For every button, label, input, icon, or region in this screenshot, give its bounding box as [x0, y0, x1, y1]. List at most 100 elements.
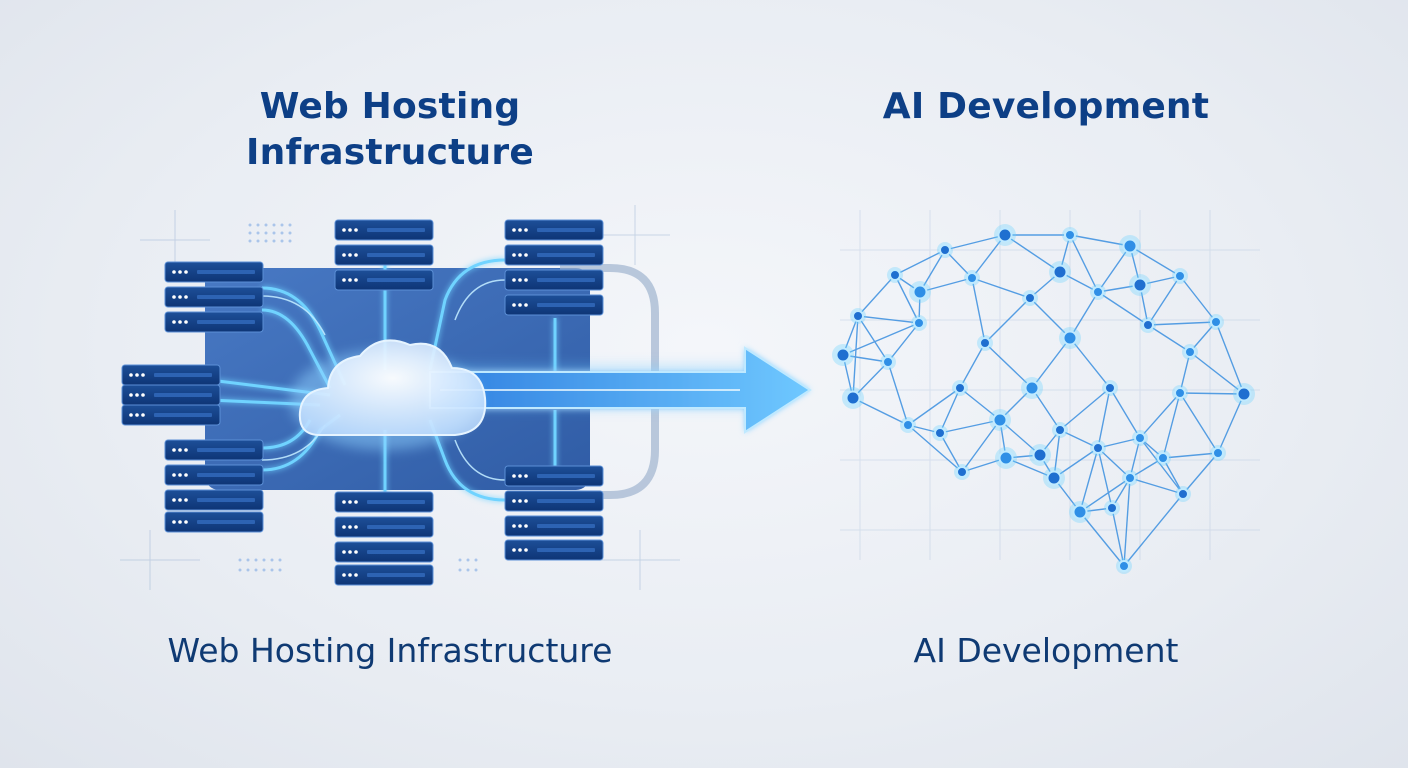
neural-link	[842, 354, 889, 363]
neural-node	[1062, 330, 1078, 346]
neural-link	[1097, 447, 1131, 479]
neural-node	[1064, 229, 1076, 241]
neural-node	[966, 272, 978, 284]
neural-node	[939, 244, 951, 256]
neural-link	[944, 249, 973, 279]
neural-node	[1106, 502, 1118, 514]
neural-link	[944, 234, 1006, 251]
neural-link	[1053, 447, 1099, 479]
cloud-icon	[290, 339, 487, 450]
neural-node	[998, 450, 1014, 466]
ai-development-title: AI Development	[882, 86, 1210, 127]
neural-link	[1069, 337, 1111, 389]
server-rack-icon	[164, 261, 264, 333]
neural-link	[1179, 392, 1245, 395]
neural-link	[1111, 507, 1125, 567]
neural-node	[902, 419, 914, 431]
neural-link	[919, 277, 973, 293]
neural-link	[1179, 392, 1219, 454]
neural-link	[1097, 291, 1149, 326]
neural-link	[894, 249, 946, 276]
ai-development-caption: AI Development	[913, 631, 1179, 670]
neural-node	[1046, 470, 1062, 486]
neural-link	[1069, 291, 1099, 339]
neural-link	[984, 297, 1031, 344]
neural-link	[1147, 321, 1217, 326]
neural-link	[984, 342, 1033, 389]
neural-link	[939, 432, 963, 473]
neural-node	[1132, 277, 1148, 293]
neural-node	[997, 227, 1013, 243]
neural-node	[1104, 382, 1116, 394]
neural-link	[1005, 457, 1055, 479]
neural-link	[971, 277, 1031, 299]
neural-link	[1179, 275, 1217, 323]
web-hosting-caption: Web Hosting Infrastructure	[167, 631, 613, 670]
neural-link	[1215, 321, 1245, 395]
neural-link	[961, 457, 1007, 473]
web-hosting-title-line2: Infrastructure	[246, 132, 534, 173]
neural-link	[1129, 477, 1184, 495]
neural-link	[1129, 245, 1181, 277]
neural-link	[1109, 387, 1141, 439]
neural-link	[1189, 351, 1245, 395]
neural-link	[959, 342, 986, 389]
neural-link	[1079, 447, 1099, 513]
neural-link	[887, 361, 909, 426]
neural-node	[1177, 488, 1189, 500]
neural-node	[1032, 447, 1048, 463]
neural-link	[1059, 387, 1111, 431]
neural-link	[1097, 387, 1111, 449]
neural-link	[1217, 393, 1245, 454]
neural-node	[1054, 424, 1066, 436]
neural-node	[954, 382, 966, 394]
neural-link	[1004, 234, 1061, 273]
neural-link	[857, 315, 920, 324]
neural-link	[1162, 457, 1184, 495]
server-rack-icon	[121, 364, 221, 426]
neural-link	[939, 419, 1001, 434]
neural-link	[1147, 324, 1191, 353]
neural-link	[1129, 437, 1141, 479]
neural-link	[857, 274, 896, 317]
neural-link	[1029, 297, 1071, 339]
neural-node	[1174, 387, 1186, 399]
neural-link	[1069, 234, 1099, 293]
neural-node	[1142, 319, 1154, 331]
neural-node	[1174, 270, 1186, 282]
neural-node	[1024, 292, 1036, 304]
neural-node	[882, 356, 894, 368]
neural-node	[1184, 346, 1196, 358]
neural-link	[1123, 493, 1184, 567]
neural-node	[1052, 264, 1068, 280]
neural-node	[889, 269, 901, 281]
neural-node	[1124, 472, 1136, 484]
dot-cluster	[238, 223, 478, 572]
neural-link	[919, 249, 946, 293]
neural-node	[913, 317, 925, 329]
neural-node	[1092, 286, 1104, 298]
neural-link	[852, 397, 909, 426]
neural-node	[1134, 432, 1146, 444]
neural-node	[1092, 442, 1104, 454]
neural-node	[934, 427, 946, 439]
neural-node	[1212, 447, 1224, 459]
neural-link	[852, 315, 859, 399]
neural-node	[912, 284, 928, 300]
neural-link	[1097, 245, 1131, 293]
neural-link	[1162, 392, 1181, 459]
grid-lines-right	[840, 210, 1260, 560]
neural-node	[1072, 504, 1088, 520]
neural-network-brain-icon	[832, 224, 1255, 574]
neural-link	[852, 361, 889, 399]
neural-link	[894, 274, 920, 324]
neural-link	[999, 387, 1033, 421]
neural-link	[907, 387, 961, 426]
neural-link	[1031, 387, 1061, 431]
neural-link	[1179, 351, 1191, 394]
server-rack-icon	[334, 219, 434, 291]
neural-link	[1079, 511, 1125, 567]
neural-link	[1069, 234, 1131, 247]
neural-link	[1139, 392, 1181, 439]
neural-node	[835, 347, 851, 363]
